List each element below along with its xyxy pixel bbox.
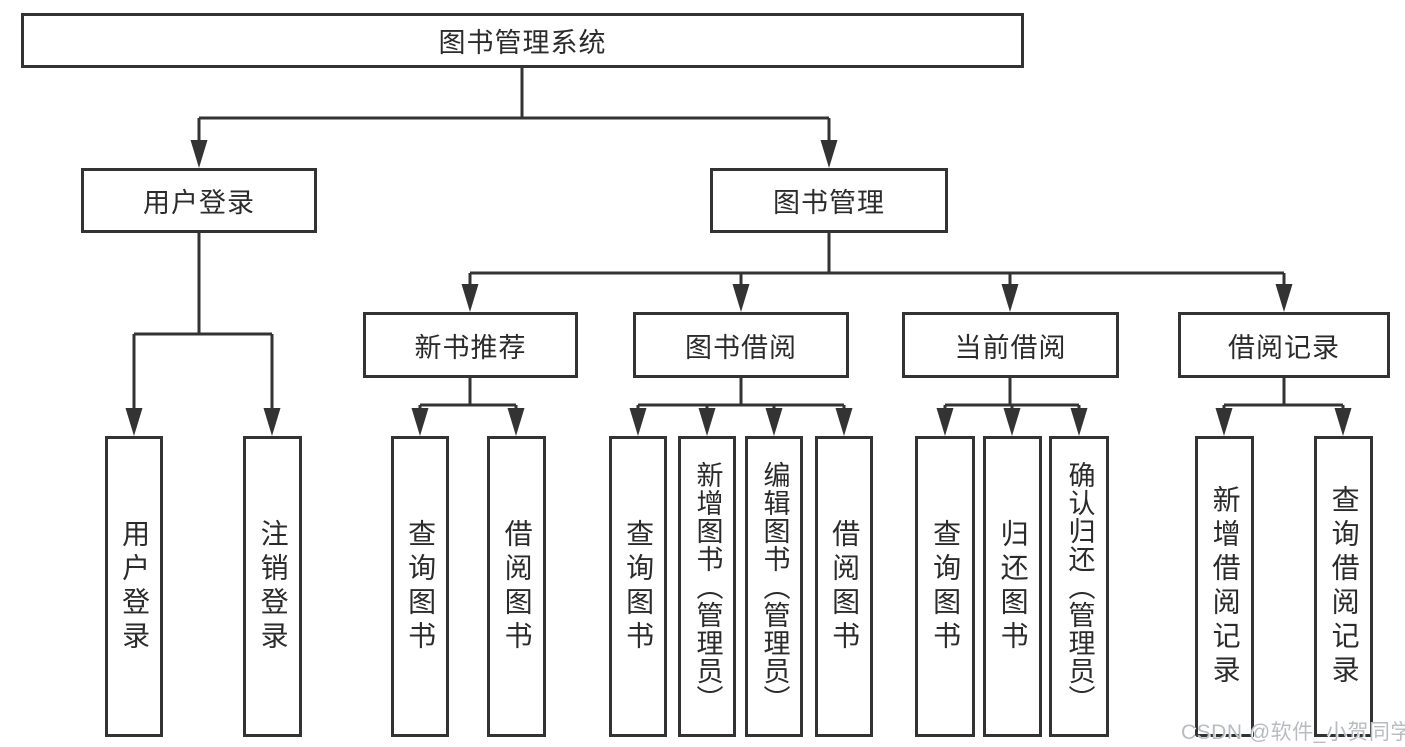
leaf-query-books-1-label: 查询图书 xyxy=(405,518,437,655)
leaf-borrow-books-2: 借阅图书 xyxy=(815,436,873,737)
leaf-query-books-1: 查询图书 xyxy=(391,436,449,737)
leaf-query-books-2-label: 查询图书 xyxy=(623,518,655,655)
node-new-books-label: 新书推荐 xyxy=(414,332,527,363)
node-borrow-records-label: 借阅记录 xyxy=(1228,332,1340,363)
leaf-user-login-label: 用户登录 xyxy=(119,518,151,655)
leaf-logout: 注销登录 xyxy=(243,436,302,737)
node-book-borrow-label: 图书借阅 xyxy=(685,332,797,363)
node-book-mgmt: 图书管理 xyxy=(710,168,948,233)
leaf-query-books-3-label: 查询图书 xyxy=(930,518,962,655)
leaf-borrow-books-2-label: 借阅图书 xyxy=(829,518,861,655)
leaf-add-book-admin: 新增图书（管理员） xyxy=(678,436,736,737)
leaf-borrow-books-1-label: 借阅图书 xyxy=(501,518,533,655)
leaf-query-books-3: 查询图书 xyxy=(915,436,975,737)
leaf-edit-book-admin-label: 编辑图书（管理员） xyxy=(759,460,790,713)
leaf-borrow-books-1: 借阅图书 xyxy=(487,436,546,737)
node-current-borrow-label: 当前借阅 xyxy=(954,332,1067,363)
node-user-login: 用户登录 xyxy=(81,168,317,233)
leaf-edit-book-admin: 编辑图书（管理员） xyxy=(745,436,803,737)
leaf-return-book: 归还图书 xyxy=(983,436,1042,737)
leaf-return-book-label: 归还图书 xyxy=(997,518,1029,655)
node-user-login-label: 用户登录 xyxy=(143,188,255,218)
node-borrow-records: 借阅记录 xyxy=(1178,312,1390,378)
leaf-add-borrow-record-label: 新增借阅记录 xyxy=(1209,484,1241,689)
leaf-query-books-2: 查询图书 xyxy=(609,436,667,737)
leaf-confirm-return-admin-label: 确认归还（管理员） xyxy=(1064,460,1095,713)
leaf-user-login: 用户登录 xyxy=(105,436,163,737)
leaf-query-borrow-record-label: 查询借阅记录 xyxy=(1328,484,1360,689)
leaf-logout-label: 注销登录 xyxy=(257,518,289,655)
leaf-add-borrow-record: 新增借阅记录 xyxy=(1195,436,1254,737)
arrowheads xyxy=(125,140,1352,436)
node-book-mgmt-label: 图书管理 xyxy=(773,188,885,218)
node-root-label: 图书管理系统 xyxy=(438,28,607,58)
leaf-confirm-return-admin: 确认归还（管理员） xyxy=(1049,436,1109,737)
node-new-books: 新书推荐 xyxy=(363,312,578,378)
node-root: 图书管理系统 xyxy=(21,13,1024,68)
leaf-add-book-admin-label: 新增图书（管理员） xyxy=(692,460,723,713)
node-current-borrow: 当前借阅 xyxy=(902,312,1119,378)
leaf-query-borrow-record: 查询借阅记录 xyxy=(1314,436,1373,737)
watermark: CSDN @软件_小贺同学 xyxy=(1181,721,1405,744)
node-book-borrow: 图书借阅 xyxy=(633,312,849,378)
